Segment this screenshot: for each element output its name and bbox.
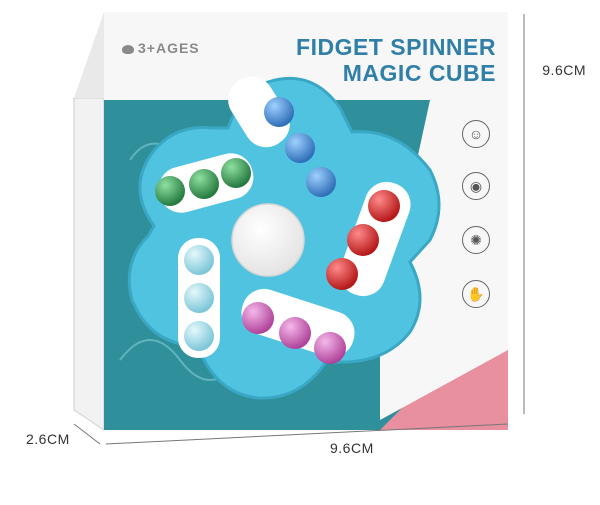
width-dimension: 9.6CM — [330, 440, 374, 456]
dimension-line-width — [105, 423, 509, 445]
depth-dimension: 2.6CM — [26, 431, 70, 447]
spinner-center-cap — [231, 203, 305, 277]
ball-group-lightblue — [184, 245, 214, 351]
dimension-line-depth — [73, 423, 101, 445]
product-title-line2: MAGIC CUBE — [342, 60, 496, 86]
ball-group-blue — [264, 97, 336, 197]
ball-group-pink — [242, 302, 346, 364]
smile-face-icon: ☺ — [462, 120, 490, 148]
box-side-top — [74, 12, 104, 98]
ball-group-red — [326, 190, 400, 290]
slot-blue — [228, 76, 290, 148]
age-label: 3+AGES — [122, 40, 200, 56]
eye-icon: ◉ — [462, 172, 490, 200]
brain-icon: ✺ — [462, 226, 490, 254]
product-title-line1: FIDGET SPINNER — [296, 34, 496, 60]
speech-bubble-icon — [122, 44, 134, 54]
box-pink-stripe — [380, 350, 508, 430]
age-text: 3+AGES — [138, 40, 200, 56]
box-side-face — [73, 97, 105, 431]
hand-icon: ✋ — [462, 280, 490, 308]
ball-group-green — [155, 158, 251, 206]
height-dimension: 9.6CM — [542, 62, 586, 78]
